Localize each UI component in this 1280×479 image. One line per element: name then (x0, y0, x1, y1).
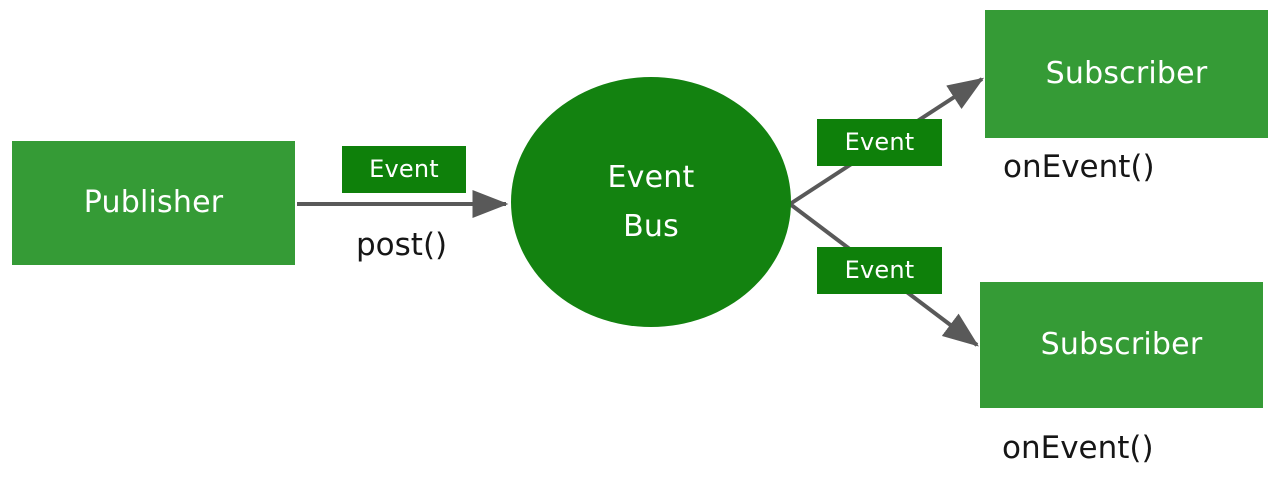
event-bus-label-line1: Event (607, 159, 695, 195)
publisher-label: Publisher (83, 185, 224, 221)
event-bus-node[interactable]: Event Bus (511, 77, 791, 327)
event-label-bottom-text: Event (844, 256, 915, 285)
onevent-bottom-caption: onEvent() (1002, 430, 1154, 466)
event-label-bottom[interactable]: Event (817, 247, 942, 294)
subscriber-bottom-node[interactable]: Subscriber (980, 282, 1263, 408)
subscriber-top-node[interactable]: Subscriber (985, 10, 1268, 138)
post-caption: post() (356, 227, 448, 263)
event-label-post-text: Event (369, 155, 439, 184)
event-label-top[interactable]: Event (817, 119, 942, 166)
event-label-top-text: Event (844, 128, 915, 157)
onevent-top-caption: onEvent() (1003, 149, 1155, 185)
event-bus-label-line2: Bus (623, 209, 679, 244)
subscriber-bottom-label: Subscriber (1040, 327, 1203, 363)
subscriber-top-label: Subscriber (1045, 56, 1208, 92)
publisher-node[interactable]: Publisher (12, 141, 295, 265)
event-label-post[interactable]: Event (342, 146, 466, 193)
